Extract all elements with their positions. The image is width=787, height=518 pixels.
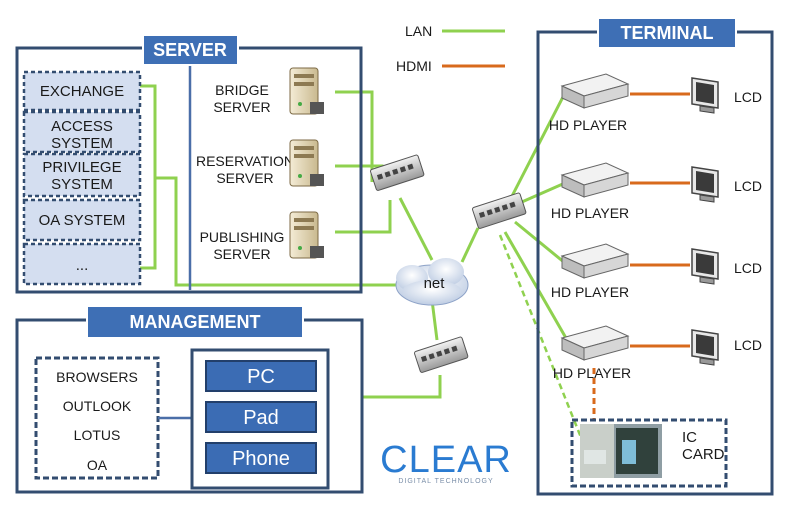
legend-lan-label: LAN bbox=[405, 23, 432, 39]
hd-player-label: HD PLAYER bbox=[553, 365, 631, 381]
svg-text:DIGITAL TECHNOLOGY: DIGITAL TECHNOLOGY bbox=[398, 478, 493, 485]
lcd-label: LCD bbox=[734, 89, 762, 105]
ic-card-box bbox=[570, 418, 728, 488]
network-cloud-icon: net bbox=[395, 258, 469, 306]
hd-player-label: HD PLAYER bbox=[549, 117, 627, 133]
server-tower-icon bbox=[289, 67, 324, 115]
ic-card-link bbox=[498, 234, 584, 441]
software-item: OUTLOOK bbox=[63, 398, 132, 414]
hd-player-label: HD PLAYER bbox=[551, 205, 629, 221]
network-switch-icon bbox=[414, 336, 469, 373]
software-item: OA bbox=[87, 457, 108, 473]
clear-logo: CLEAR DIGITAL TECHNOLOGY bbox=[380, 439, 512, 485]
management-section: MANAGEMENT BROWSERS OUTLOOK LOTUS OA PC … bbox=[15, 305, 364, 494]
management-title: MANAGEMENT bbox=[130, 312, 261, 332]
network-switch-icon bbox=[370, 154, 425, 191]
legend-hdmi-label: HDMI bbox=[396, 58, 432, 74]
network-cloud-label: net bbox=[424, 275, 446, 292]
hd-player-icon bbox=[560, 325, 630, 361]
lcd-monitor-icon bbox=[691, 248, 719, 285]
device-pad: Pad bbox=[243, 407, 279, 429]
legend: LAN HDMI bbox=[396, 23, 505, 74]
hd-player-icon bbox=[560, 243, 630, 279]
software-item: LOTUS bbox=[74, 427, 121, 443]
device-phone: Phone bbox=[232, 448, 290, 470]
hd-player-icon bbox=[560, 162, 630, 198]
lcd-monitor-icon bbox=[691, 329, 719, 366]
system-oa: OA SYSTEM bbox=[39, 212, 126, 229]
lcd-label: LCD bbox=[734, 337, 762, 353]
lcd-label: LCD bbox=[734, 178, 762, 194]
management-header bbox=[86, 305, 304, 339]
ic-card-reader-photo bbox=[580, 424, 662, 478]
server-header bbox=[142, 34, 239, 66]
software-item: BROWSERS bbox=[56, 369, 138, 385]
lcd-monitor-icon bbox=[691, 166, 719, 203]
device-group bbox=[190, 348, 330, 490]
system-exchange: EXCHANGE bbox=[40, 83, 124, 100]
hd-player-label: HD PLAYER bbox=[551, 284, 629, 300]
device-pc: PC bbox=[247, 366, 275, 388]
network-switch-icon bbox=[472, 192, 527, 229]
server-tower-icon bbox=[289, 211, 324, 259]
terminal-title: TERMINAL bbox=[621, 23, 714, 43]
lcd-label: LCD bbox=[734, 260, 762, 276]
svg-text:CLEAR: CLEAR bbox=[380, 439, 512, 481]
server-title: SERVER bbox=[153, 40, 227, 60]
lcd-monitor-icon bbox=[691, 77, 719, 114]
terminal-header bbox=[597, 17, 737, 49]
hd-player-icon bbox=[560, 73, 630, 109]
server-tower-icon bbox=[289, 139, 324, 187]
terminal-section: TERMINAL HD PLAY bbox=[536, 17, 774, 496]
system-more: ... bbox=[76, 257, 89, 274]
